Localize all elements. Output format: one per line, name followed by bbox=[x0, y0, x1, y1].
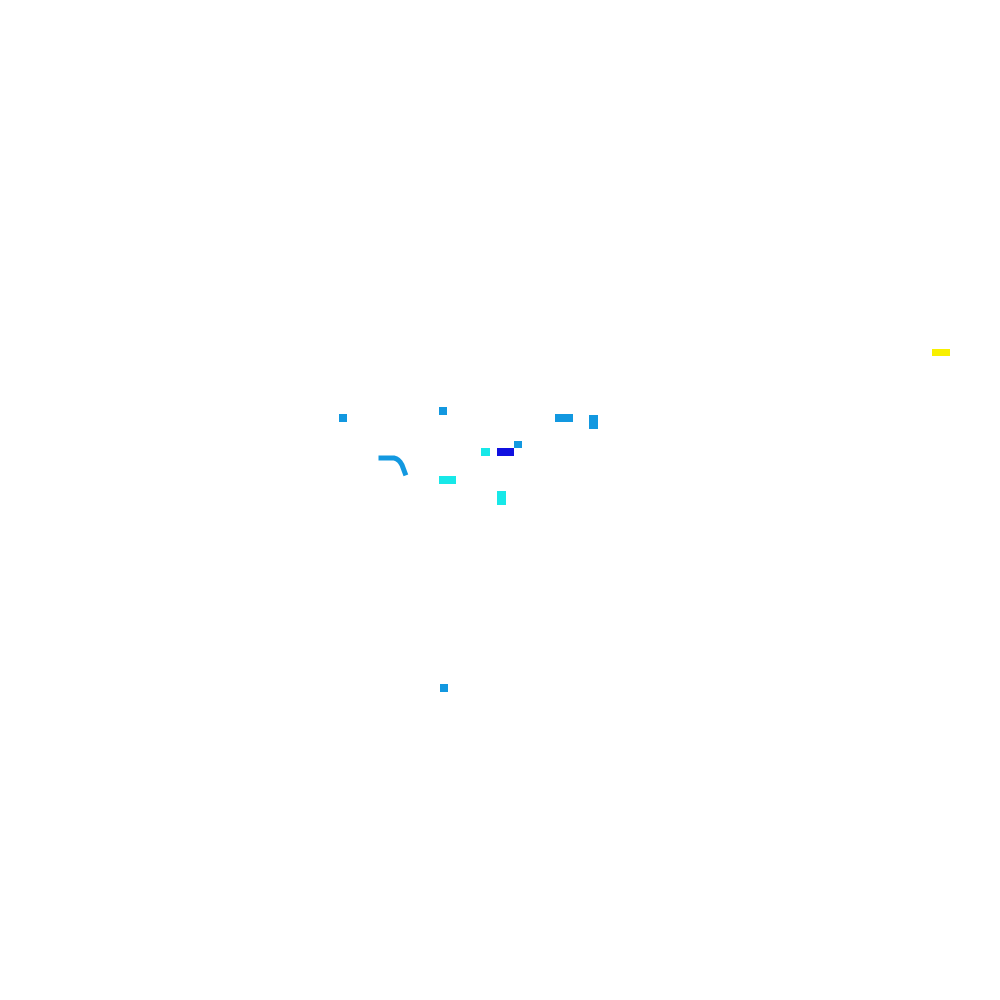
small-blue-square-mark bbox=[339, 414, 347, 422]
cyan-vertical-mark bbox=[497, 491, 506, 505]
small-blue-square-mark bbox=[439, 407, 447, 415]
blue-curved-stroke-mark bbox=[378, 455, 409, 477]
small-blue-square-mark bbox=[440, 684, 448, 692]
small-cyan-square-mark bbox=[481, 448, 490, 456]
yellow-dash-mark bbox=[932, 349, 950, 356]
cyan-dash-mark bbox=[439, 476, 456, 484]
blue-dash-mark bbox=[555, 414, 573, 422]
curved-stroke-path bbox=[378, 455, 409, 477]
blue-vertical-mark bbox=[589, 415, 598, 429]
small-blue-square-mark bbox=[514, 441, 522, 448]
deep-blue-dash-mark bbox=[497, 448, 514, 456]
